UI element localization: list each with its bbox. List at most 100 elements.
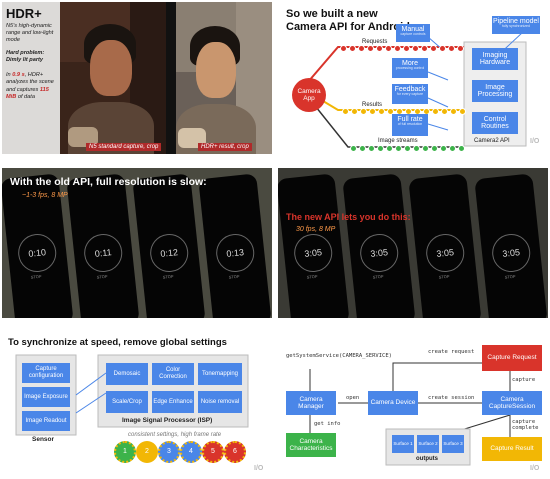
capture-result-box: Capture Result xyxy=(482,437,542,461)
timer-dial: 0:11 xyxy=(82,232,125,274)
pipeline-dot xyxy=(375,44,383,52)
hdr-text-column xyxy=(2,2,60,154)
io-logo: I/O xyxy=(530,465,540,472)
consistent-settings-label: consistent settings, high frame rate xyxy=(128,432,222,438)
stop-label: STOP xyxy=(504,273,516,280)
get-system-service-call: getSystemService(CAMERA_SERVICE) xyxy=(286,353,392,359)
pipeline-dot xyxy=(420,44,428,52)
pipeline-dot xyxy=(349,144,357,152)
feedback-sub: for every capture xyxy=(396,92,424,97)
isp-label: Image Signal Processor (ISP) xyxy=(122,417,213,424)
surface-2: Surface 2 xyxy=(417,435,439,453)
image-readout-box: Image Readout xyxy=(22,411,70,431)
camera2-classes-slide: getSystemService(CAMERA_SERVICE) create … xyxy=(278,333,548,478)
io-logo: I/O xyxy=(530,138,540,145)
pipeline-dot xyxy=(439,144,447,152)
photo-divider xyxy=(166,2,176,154)
frame-gear: 3 xyxy=(158,441,180,463)
pipeline-dot xyxy=(394,144,402,152)
scale-crop-box: Scale/Crop xyxy=(106,391,148,413)
frame-gear: 5 xyxy=(202,441,224,463)
camera-api-title: So we built a new Camera API for Android xyxy=(286,8,410,33)
image-processing-box: Image Processing xyxy=(472,80,518,102)
pipeline-dot xyxy=(447,44,455,52)
stop-label: STOP xyxy=(228,273,240,280)
pipeline-dot xyxy=(384,44,392,52)
stop-label: STOP xyxy=(162,273,174,280)
caption-hdr-result: HDR+ result, crop xyxy=(198,143,252,151)
pipeline-label: Pipeline model xyxy=(493,18,539,25)
timer-dial: 0:10 xyxy=(16,232,59,274)
camera-manager-box: Camera Manager xyxy=(286,391,336,415)
frame-gear: 2 xyxy=(136,441,158,463)
hdr-body-b: , HDR+ analyzes the scene and captures xyxy=(6,72,54,93)
pipeline-dot xyxy=(430,144,438,152)
camera-api-slide: So we built a new Camera API for Android… xyxy=(278,2,548,154)
pipeline-dot xyxy=(412,144,420,152)
imaging-hardware-box: Imaging Hardware xyxy=(472,48,518,70)
sensor-label: Sensor xyxy=(32,436,55,443)
camera-device-box: Camera Device xyxy=(368,391,418,415)
sync-title: To synchronize at speed, remove global s… xyxy=(8,337,227,348)
pipeline-dot xyxy=(411,44,419,52)
stop-label: STOP xyxy=(372,273,384,280)
pipeline-dot xyxy=(456,44,464,52)
timer-dial: 0:13 xyxy=(214,232,257,274)
old-api-title: With the old API, full resolution is slo… xyxy=(10,176,207,188)
capture-session-box: Camera CaptureSession xyxy=(482,391,542,415)
pipeline-dot xyxy=(377,107,385,115)
hdr-subtitle: N5's high-dynamic range and low-light mo… xyxy=(6,23,54,43)
pipeline-dot xyxy=(339,44,347,52)
image-exposure-box: Image Exposure xyxy=(22,387,70,407)
capture-label: capture xyxy=(512,377,536,383)
caption-standard: N5 standard capture, crop xyxy=(86,143,162,151)
frame-gear: 6 xyxy=(224,441,246,463)
full-rate-label: Full rate xyxy=(397,116,423,123)
create-request-label: create request xyxy=(428,349,475,355)
stop-label: STOP xyxy=(306,273,318,280)
create-session-label: create session xyxy=(428,395,475,401)
hdr-data-amount: 115 MiB xyxy=(6,86,49,100)
pipeline-dot xyxy=(449,107,457,115)
hdr-time: 0.9 s xyxy=(12,72,25,78)
stop-label: STOP xyxy=(30,273,42,280)
stop-label: STOP xyxy=(96,273,108,280)
get-info-label: get info xyxy=(314,421,341,427)
io-logo: I/O xyxy=(254,465,264,472)
timer-dial: 0:12 xyxy=(148,232,191,274)
standard-capture-photo xyxy=(60,2,166,154)
hdr-result-photo xyxy=(176,2,272,154)
manual-sub: capture controls xyxy=(400,32,426,37)
pipeline-dot xyxy=(366,44,374,52)
pipeline-dot xyxy=(358,144,366,152)
pipeline-dot xyxy=(448,144,456,152)
pipeline-dot xyxy=(350,107,358,115)
camera-app-node: Camera App xyxy=(292,78,326,112)
color-correction-box: Color Correction xyxy=(152,363,194,385)
pipeline-dot xyxy=(431,107,439,115)
stop-label: STOP xyxy=(438,273,450,280)
hdr-problem: Hard problem: Dimly lit party xyxy=(6,50,45,63)
pipeline-dot xyxy=(457,144,465,152)
pipeline-dot xyxy=(359,107,367,115)
open-label: open xyxy=(346,395,360,401)
capture-request-box: Capture Request xyxy=(482,345,542,371)
pipeline-dot xyxy=(341,107,349,115)
more-label: More xyxy=(402,60,418,67)
edge-enhance-box: Edge Enhance xyxy=(152,391,194,413)
timer-dial: 3:05 xyxy=(424,232,467,274)
pipeline-dot xyxy=(357,44,365,52)
pipeline-dot xyxy=(376,144,384,152)
pipeline-dot xyxy=(429,44,437,52)
surface-1: Surface 1 xyxy=(392,435,414,453)
feedback-label: Feedback xyxy=(394,86,426,93)
noise-removal-box: Noise removal xyxy=(198,391,242,413)
capture-configuration-box: Capture configuration xyxy=(22,363,70,383)
pipeline-sub: fully synchronized xyxy=(502,24,530,29)
timer-dial: 3:05 xyxy=(490,232,533,274)
